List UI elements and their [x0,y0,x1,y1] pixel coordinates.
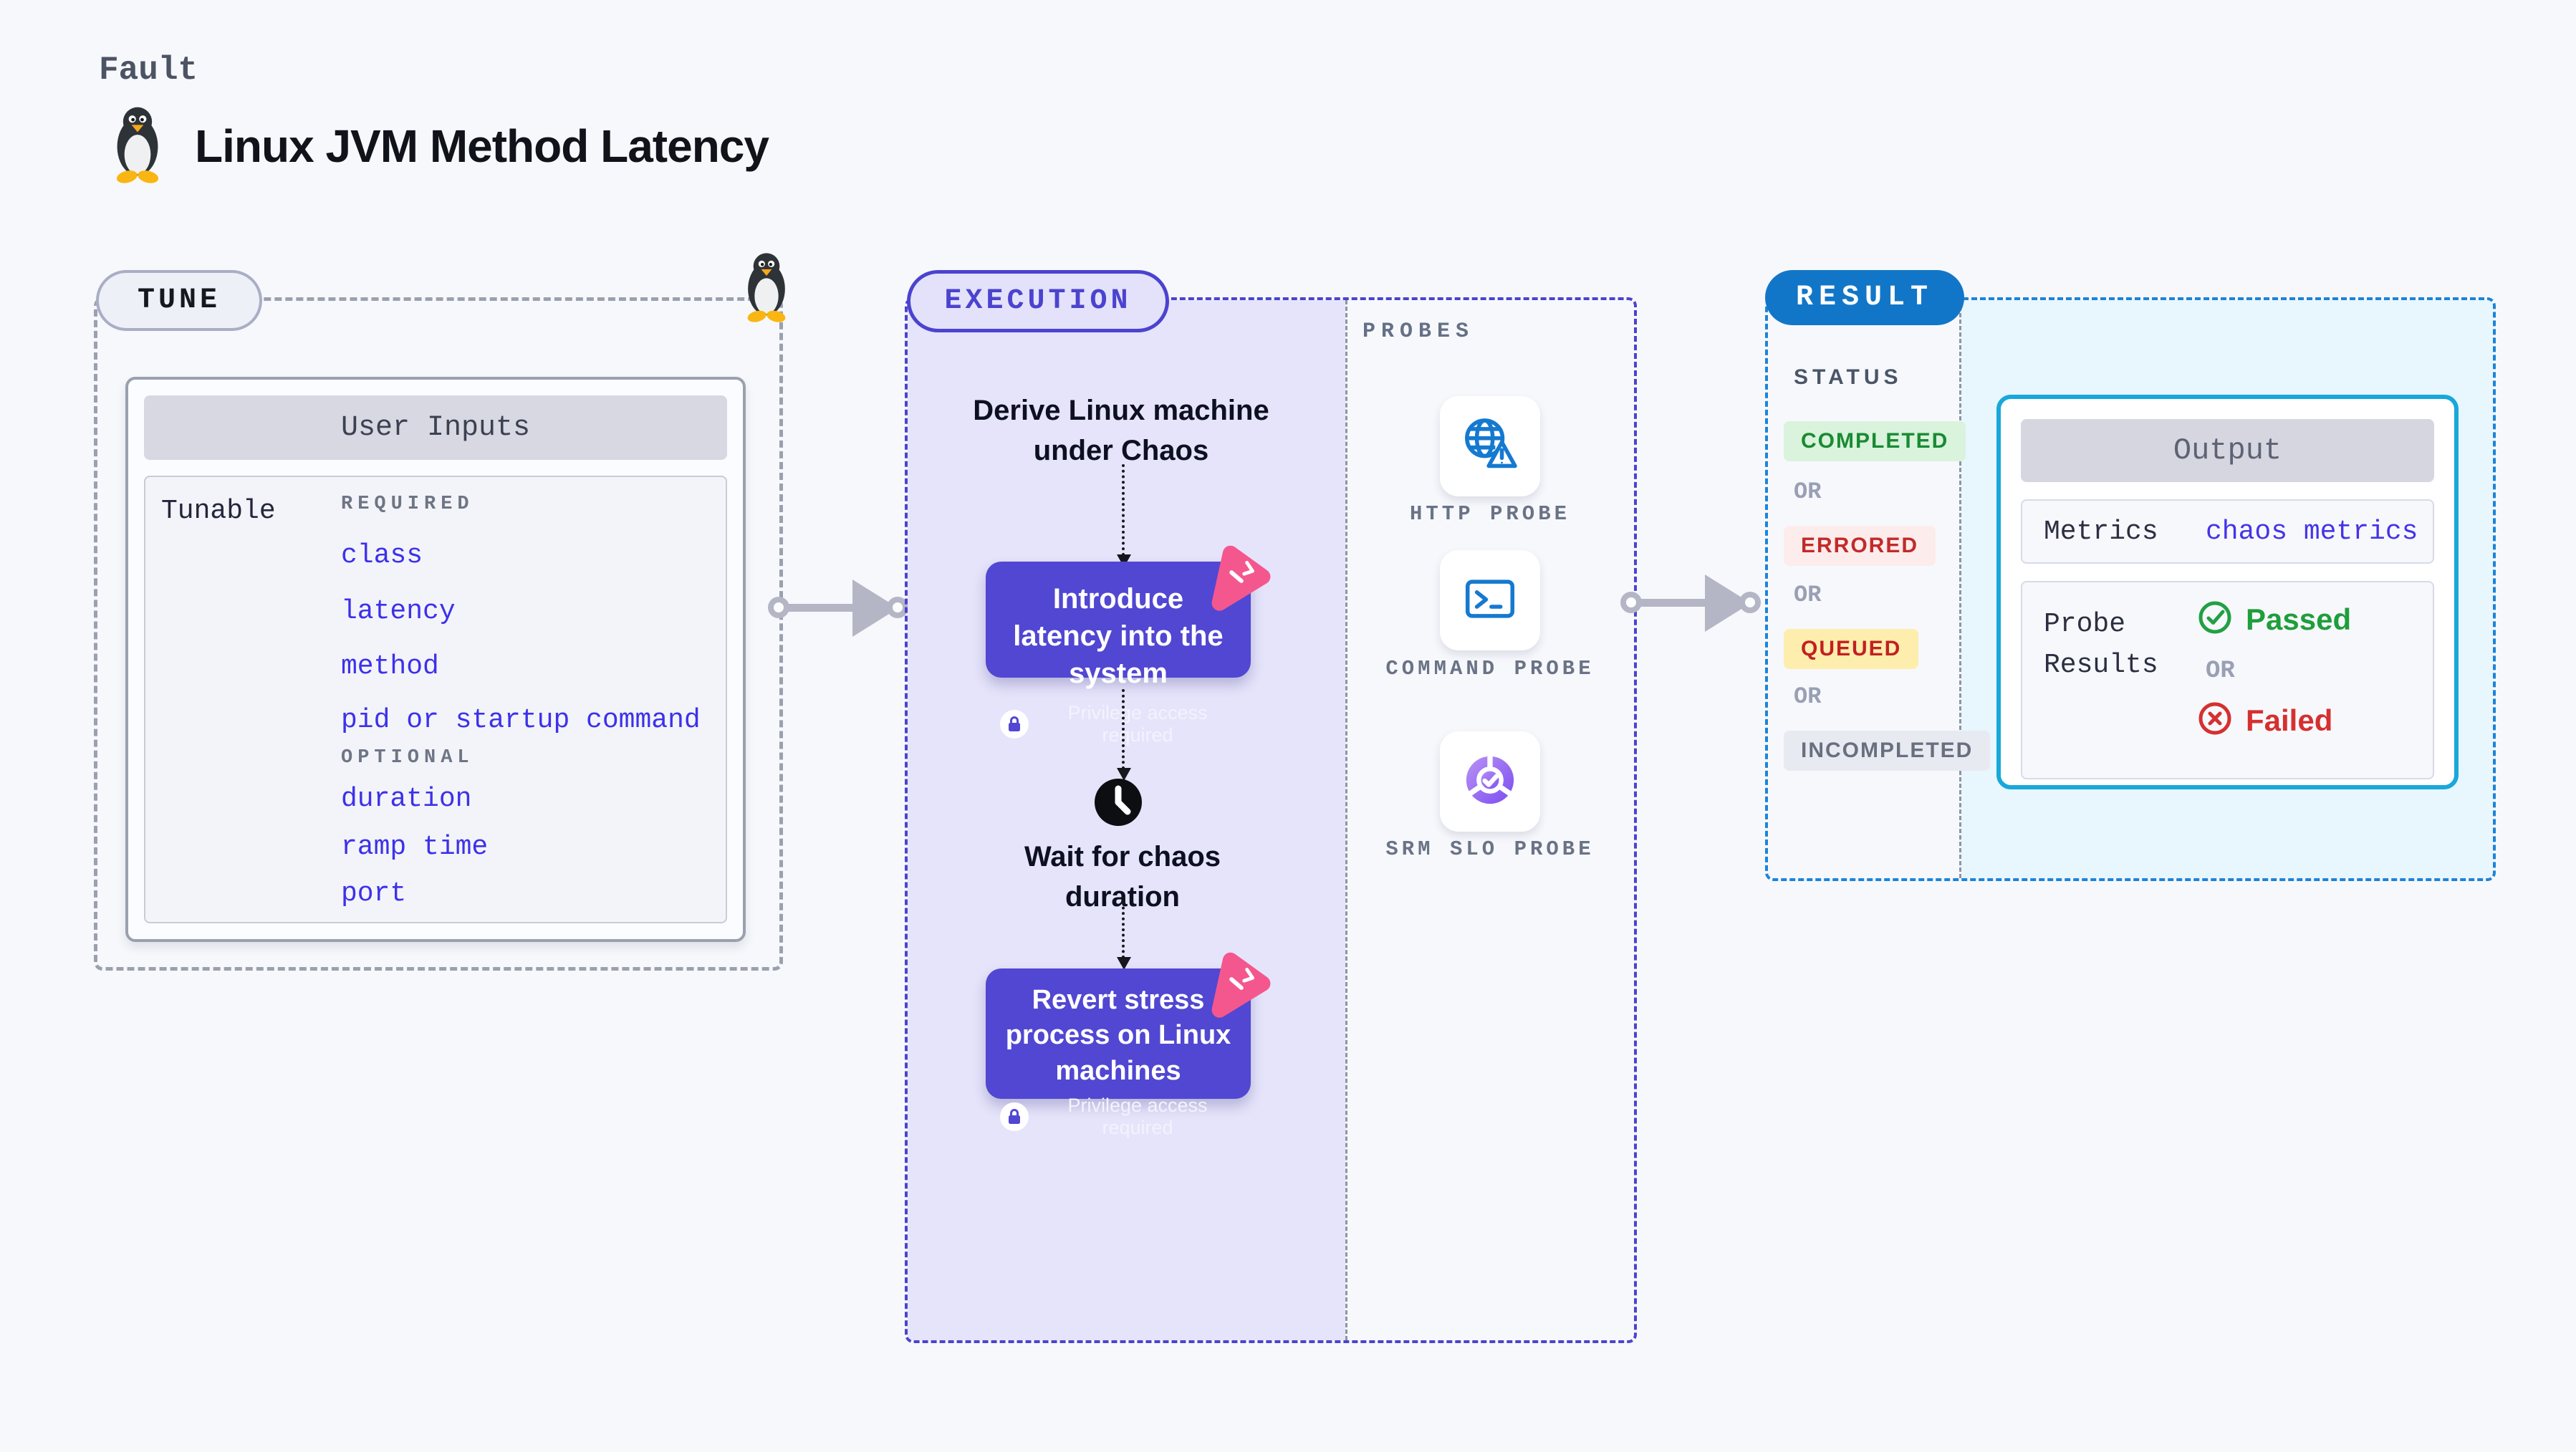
or-label: OR [1794,683,1822,710]
optional-section-label: OPTIONAL [341,747,474,769]
flow-connector-3 [1117,901,1131,970]
wait-step-text: Wait for chaos duration [1024,841,1221,913]
terminal-icon [1457,566,1523,635]
or-label: OR [2206,658,2235,685]
http-probe-label: HTTP PROBE [1409,502,1571,526]
user-inputs-table: Tunable REQUIRED class latency method pi… [144,476,727,923]
tune-pill: TUNE [96,270,262,331]
output-card: Output Metrics chaos metrics Probe Resul… [1996,395,2459,789]
probe-results-row: Probe Results Passed OR [2021,581,2434,779]
metrics-label: Metrics [2044,516,2158,547]
command-probe-card [1440,550,1540,650]
revert-stress-text: Revert stress process on Linux machines [1005,985,1231,1086]
execution-to-result-arrow [1620,568,1761,637]
passed-item: Passed [2197,600,2351,639]
field-link-class[interactable]: class [341,540,423,571]
field-link-ramp-time[interactable]: ramp time [341,832,489,862]
srm-slo-probe-card [1440,731,1540,832]
probe-results-label: Probe Results [2044,609,2158,681]
tune-to-execution-arrow [768,573,908,642]
probe-results-values: Passed OR Failed [2197,600,2351,740]
chaos-experiment-icon [1201,543,1271,613]
field-link-pid-or-startup-command[interactable]: pid or startup command [341,705,701,736]
output-title: Output [2021,419,2434,482]
status-badge-queued: QUEUED [1784,629,1919,669]
chaos-metrics-link[interactable]: chaos metrics [2206,516,2418,547]
result-status-divider [1959,300,1961,878]
tux-penguin-icon [105,105,170,187]
failed-item: Failed [2197,701,2351,740]
globe-alert-icon [1457,412,1523,481]
field-link-method[interactable]: method [341,651,439,682]
chaos-experiment-icon-2 [1201,950,1271,1020]
check-circle-icon [2197,600,2233,639]
introduce-latency-step: Introduce latency into the system Privil… [986,545,1271,746]
user-inputs-card: User Inputs Tunable REQUIRED class laten… [125,377,746,942]
command-probe-label: COMMAND PROBE [1385,657,1595,681]
field-link-latency[interactable]: latency [341,596,456,627]
page-title-row: Linux JVM Method Latency [105,105,769,187]
required-section-label: REQUIRED [341,494,474,515]
metrics-row: Metrics chaos metrics [2021,499,2434,564]
probes-section-label: PROBES [1363,319,1475,344]
lock-icon-2 [1000,1102,1029,1132]
http-probe-card [1440,396,1540,496]
lock-icon [1000,710,1029,739]
field-link-port[interactable]: port [341,878,407,909]
page-title: Linux JVM Method Latency [195,120,769,172]
tune-region [94,297,783,971]
flow-connector-2 [1117,689,1131,781]
field-link-duration[interactable]: duration [341,784,472,814]
privilege-note-2: Privilege access required [1067,1095,1208,1139]
x-circle-icon [2197,701,2233,740]
clock-icon [1094,778,1143,827]
status-section-label: STATUS [1794,365,1903,389]
introduce-latency-text: Introduce latency into the system [1013,583,1224,689]
srm-slo-probe-label: SRM SLO PROBE [1385,837,1595,861]
status-badge-incompleted: INCOMPLETED [1784,731,1991,771]
status-badge-completed: COMPLETED [1784,421,1966,461]
slo-donut-check-icon [1457,747,1523,817]
flow-connector-1 [1117,464,1131,567]
revert-stress-step: Revert stress process on Linux machines … [986,952,1271,1138]
privilege-note-row: Privilege access required [1000,702,1236,746]
tux-corner-icon [736,251,797,326]
status-badge-errored: ERRORED [1784,526,1936,566]
execution-probes-divider [1345,300,1347,1340]
privilege-note-row-2: Privilege access required [1000,1095,1236,1139]
or-label: OR [1794,479,1822,505]
derive-step-text: Derive Linux machine under Chaos [973,395,1269,466]
or-label: OR [1794,582,1822,608]
execution-pill: EXECUTION [907,270,1169,332]
tunable-row-label: Tunable [161,496,276,527]
result-pill: RESULT [1765,270,1964,325]
failed-label: Failed [2246,703,2333,737]
fault-kicker: Fault [99,52,198,89]
passed-label: Passed [2246,602,2352,636]
privilege-note: Privilege access required [1067,702,1208,746]
user-inputs-title: User Inputs [144,395,727,460]
